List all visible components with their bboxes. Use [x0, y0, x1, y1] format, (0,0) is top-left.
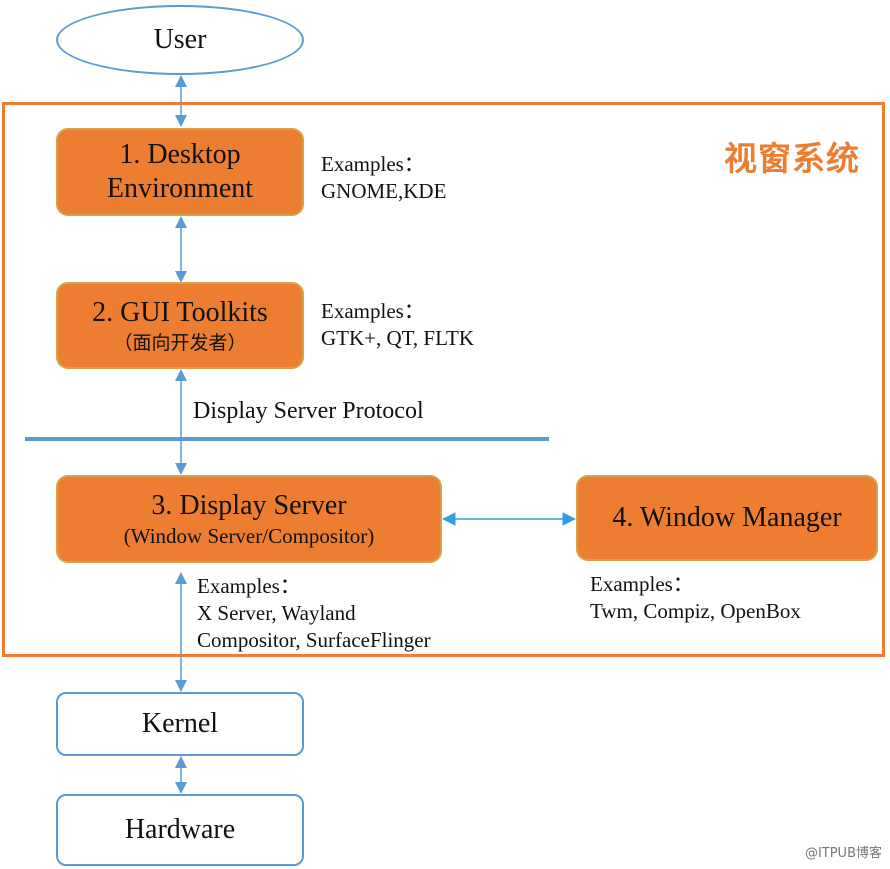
examples-label: Examples：: [590, 572, 694, 596]
examples-label: Examples：: [197, 574, 301, 598]
examples-values: GNOME,KDE: [321, 179, 447, 203]
gui-toolkits-examples: Examples： GTK+, QT, FLTK: [321, 298, 474, 352]
frame-title: 视窗系统: [724, 139, 860, 178]
window-manager-examples: Examples： Twm, Compiz, OpenBox: [590, 571, 801, 625]
examples-label: Examples：: [321, 299, 425, 323]
display-server-line1: 3. Display Server: [151, 490, 347, 521]
protocol-label: Display Server Protocol: [193, 398, 424, 424]
display-server-line2: (Window Server/Compositor): [123, 524, 375, 548]
kernel-label: Kernel: [141, 708, 219, 739]
examples-values: Twm, Compiz, OpenBox: [590, 599, 801, 623]
display-server-node: 3. Display Server (Window Server/Composi…: [56, 475, 442, 563]
examples-line1: X Server, Wayland: [197, 601, 356, 625]
window-manager-node: 4. Window Manager: [576, 475, 878, 561]
desktop-environment-examples: Examples： GNOME,KDE: [321, 151, 446, 205]
desktop-environment-node: 1. Desktop Environment: [56, 128, 304, 216]
examples-line2: Compositor, SurfaceFlinger: [197, 628, 431, 652]
examples-values: GTK+, QT, FLTK: [321, 326, 475, 350]
window-manager-label: 4. Window Manager: [612, 502, 842, 533]
user-label: User: [153, 24, 207, 55]
watermark: @ITPUB博客: [804, 846, 882, 861]
gui-toolkits-line2: （面向开发者）: [113, 331, 247, 354]
gui-toolkits-line1: 2. GUI Toolkits: [92, 296, 268, 328]
hardware-label: Hardware: [124, 814, 236, 845]
gui-toolkits-node: 2. GUI Toolkits （面向开发者）: [56, 282, 304, 369]
user-node: User: [56, 5, 304, 75]
kernel-node: Kernel: [56, 692, 304, 756]
desktop-environment-line1: 1. Desktop: [119, 139, 241, 170]
hardware-node: Hardware: [56, 794, 304, 866]
display-server-examples: Examples： X Server, Wayland Compositor, …: [197, 573, 431, 654]
window-system-frame: [2, 102, 885, 657]
desktop-environment-line2: Environment: [106, 173, 254, 204]
examples-label: Examples：: [321, 152, 425, 176]
